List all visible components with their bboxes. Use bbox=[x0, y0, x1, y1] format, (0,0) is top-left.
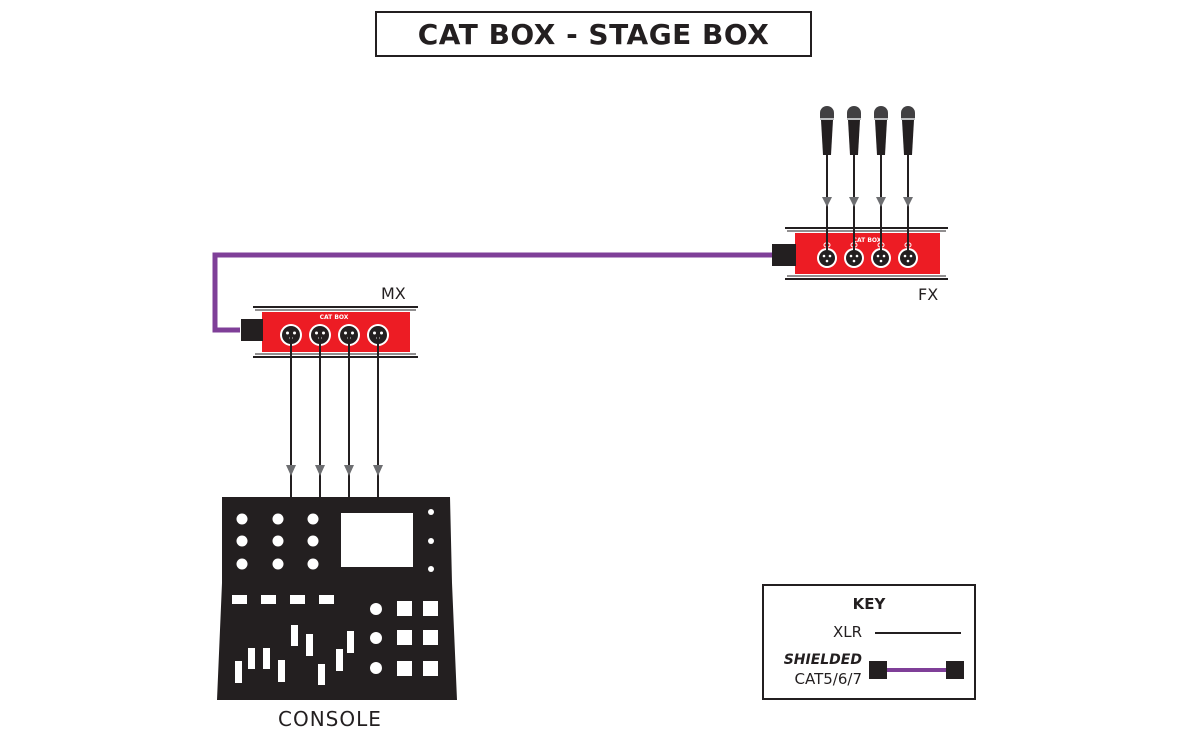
mx-brand-text: CAT BOX bbox=[320, 314, 349, 321]
arrow-down-icon bbox=[286, 465, 296, 476]
fader-icon bbox=[306, 634, 313, 656]
microphones bbox=[820, 106, 915, 258]
cat-cable bbox=[212, 252, 780, 333]
microphone-icon bbox=[874, 106, 888, 258]
fader-icon bbox=[336, 649, 343, 671]
microphone-icon bbox=[847, 106, 861, 258]
knob-icon bbox=[307, 558, 319, 570]
key-xlr-label: XLR bbox=[832, 623, 862, 641]
knob-icon bbox=[236, 535, 248, 547]
knob-icon bbox=[236, 558, 248, 570]
fx-brand-text: CAT BOX bbox=[853, 237, 882, 244]
diagram-title: CAT BOX - STAGE BOX bbox=[417, 17, 770, 51]
legend-key: KEY XLR SHIELDED CAT5/6/7 bbox=[762, 584, 976, 700]
console bbox=[217, 497, 457, 700]
fx-stage-box: CAT BOX bbox=[772, 227, 948, 280]
key-xlr-line bbox=[875, 632, 961, 634]
console-button bbox=[397, 630, 412, 645]
fx-label: FX bbox=[918, 285, 939, 304]
console-button bbox=[261, 595, 276, 604]
knob-icon bbox=[272, 558, 284, 570]
console-button bbox=[232, 595, 247, 604]
console-button bbox=[423, 601, 438, 616]
arrow-down-icon bbox=[849, 197, 859, 207]
knob-icon bbox=[236, 513, 248, 525]
key-cat-plug-right bbox=[946, 661, 964, 679]
mx-cat-connector bbox=[241, 319, 263, 341]
knob-icon bbox=[272, 535, 284, 547]
fx-cat-connector bbox=[772, 244, 796, 266]
console-faders bbox=[235, 625, 354, 685]
fader-icon bbox=[318, 664, 325, 685]
console-button bbox=[319, 595, 334, 604]
arrow-down-icon bbox=[876, 197, 886, 207]
key-shielded-label: SHIELDED bbox=[783, 652, 862, 668]
fader-icon bbox=[291, 625, 298, 646]
fader-icon bbox=[347, 631, 354, 653]
arrow-down-icon bbox=[315, 465, 325, 476]
key-cat-plug-left bbox=[869, 661, 887, 679]
arrow-down-icon bbox=[344, 465, 354, 476]
console-buttons bbox=[232, 595, 438, 676]
arrow-down-icon bbox=[373, 465, 383, 476]
console-button bbox=[397, 661, 412, 676]
microphone-icon bbox=[901, 106, 915, 258]
console-button bbox=[423, 661, 438, 676]
knob-icon bbox=[428, 538, 434, 544]
xlr-cables-to-console bbox=[286, 335, 383, 497]
microphone-icon bbox=[820, 106, 834, 258]
arrow-down-icon bbox=[903, 197, 913, 207]
knob-icon bbox=[307, 513, 319, 525]
fader-icon bbox=[248, 648, 255, 669]
knob-icon bbox=[428, 509, 434, 515]
console-button bbox=[423, 630, 438, 645]
knob-icon bbox=[272, 513, 284, 525]
mx-stage-box: CAT BOX bbox=[241, 306, 418, 358]
fader-icon bbox=[263, 648, 270, 669]
knob-icon bbox=[370, 632, 382, 644]
knob-icon bbox=[370, 662, 382, 674]
knob-icon bbox=[307, 535, 319, 547]
fader-icon bbox=[235, 661, 242, 683]
console-button bbox=[397, 601, 412, 616]
console-label: CONSOLE bbox=[278, 707, 382, 731]
knob-icon bbox=[428, 566, 434, 572]
arrow-down-icon bbox=[822, 197, 832, 207]
mx-label: MX bbox=[381, 284, 406, 303]
key-cat-label: CAT5/6/7 bbox=[794, 670, 862, 688]
knob-icon bbox=[370, 603, 382, 615]
fader-icon bbox=[278, 660, 285, 682]
console-button bbox=[290, 595, 305, 604]
console-screen bbox=[341, 513, 413, 567]
key-cat-line bbox=[887, 668, 951, 672]
key-title: KEY bbox=[852, 595, 886, 613]
console-knobs bbox=[236, 509, 434, 674]
title-box: CAT BOX - STAGE BOX bbox=[375, 11, 812, 57]
